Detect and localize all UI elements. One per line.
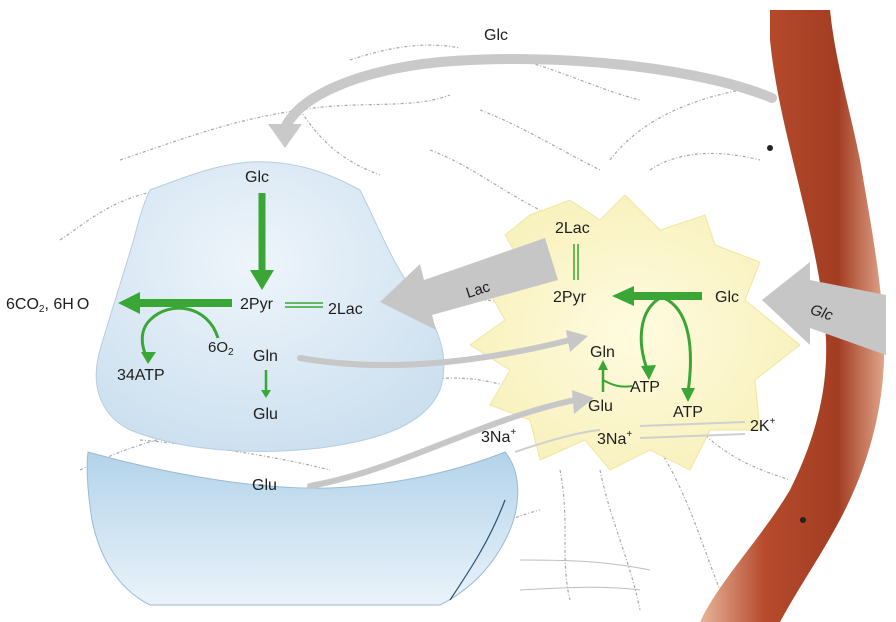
vessel-dot (767, 145, 773, 151)
label-astro-glc: Glc (715, 289, 739, 306)
label-neuron-2pyr: 2Pyr (240, 296, 274, 313)
label-astro-gln: Gln (590, 344, 615, 361)
label-astro-glu: Glu (588, 398, 613, 415)
label-astro-2lac: 2Lac (555, 220, 590, 237)
label-neuron-2lac: 2Lac (328, 301, 363, 318)
label-astro-atp-right: ATP (673, 404, 703, 421)
postsynaptic-terminal (87, 452, 518, 605)
label-na-left: 3Na+ (481, 427, 516, 446)
label-neuron-gln: Gln (253, 348, 278, 365)
glc-top-arrow (285, 59, 772, 128)
label-k: 2K+ (750, 416, 776, 435)
label-neuron-glu: Glu (253, 406, 278, 423)
label-neuron-glc: Glc (245, 169, 269, 186)
vessel-dot (800, 517, 806, 523)
label-neuron-34atp: 34ATP (117, 367, 165, 384)
label-synapse-glu: Glu (252, 477, 277, 494)
label-glc-top: Glc (484, 27, 508, 44)
label-astro-atp-left: ATP (630, 379, 660, 396)
label-astro-2pyr: 2Pyr (553, 289, 587, 306)
glc-top-arrowhead (268, 124, 302, 148)
